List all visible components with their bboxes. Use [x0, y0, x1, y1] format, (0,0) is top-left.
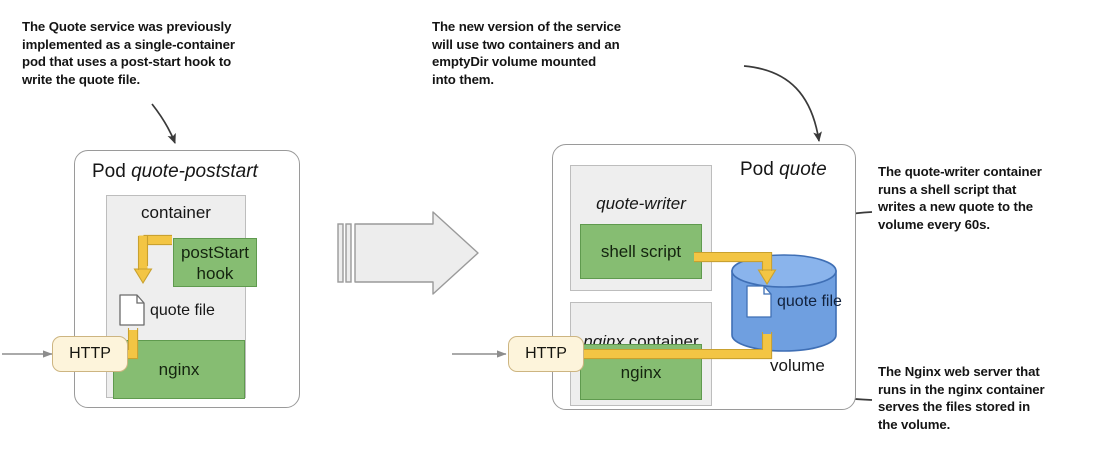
- quote-file-label-left: quote file: [150, 302, 215, 319]
- note-left-text: The Quote service was previously impleme…: [22, 19, 235, 87]
- shell-script-box: shell script: [580, 224, 702, 279]
- right-http-pill: HTTP: [508, 336, 584, 372]
- shell-script-write-arrow: [694, 251, 777, 286]
- quote-writer-name: quote-writer: [596, 194, 686, 213]
- note-quote-writer-text: The quote-writer container runs a shell …: [878, 164, 1042, 232]
- left-pod-container-label: container: [141, 203, 211, 222]
- poststart-hook-box: postStart hook: [173, 238, 257, 287]
- quote-file-icon-left: [119, 294, 145, 326]
- left-pod-title-prefix: Pod: [92, 161, 132, 182]
- right-serve-arrow: [564, 332, 773, 364]
- quote-file-icon-volume: [746, 285, 772, 318]
- left-http-pill: HTTP: [52, 336, 128, 372]
- left-pod-title: Pod quote-poststart: [92, 161, 258, 183]
- leader-top-right-note: [743, 65, 822, 143]
- poststart-write-arrow: [133, 234, 172, 285]
- note-top-right-text: The new version of the service will use …: [432, 19, 622, 87]
- volume-label: volume: [770, 356, 825, 375]
- left-pod-title-name: quote-poststart: [131, 161, 258, 182]
- transition-arrow: [337, 211, 479, 295]
- right-pod-title-prefix: Pod: [740, 159, 780, 180]
- volume-quote-file-label: quote file: [777, 293, 842, 310]
- note-nginx-text: The Nginx web server that runs in the ng…: [878, 364, 1045, 432]
- leader-left-note: [151, 103, 176, 144]
- right-pod-title: Pod quote: [740, 159, 827, 181]
- right-pod-title-name: quote: [779, 159, 827, 180]
